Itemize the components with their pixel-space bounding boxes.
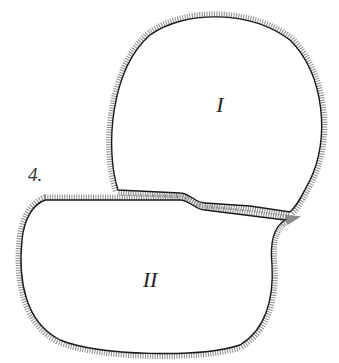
callout-number: 4. xyxy=(28,164,42,186)
cell-region: II xyxy=(60,230,240,330)
cell-numeral: II xyxy=(143,267,158,293)
cell-numeral: I xyxy=(216,92,223,118)
cell-region: I xyxy=(150,50,290,160)
